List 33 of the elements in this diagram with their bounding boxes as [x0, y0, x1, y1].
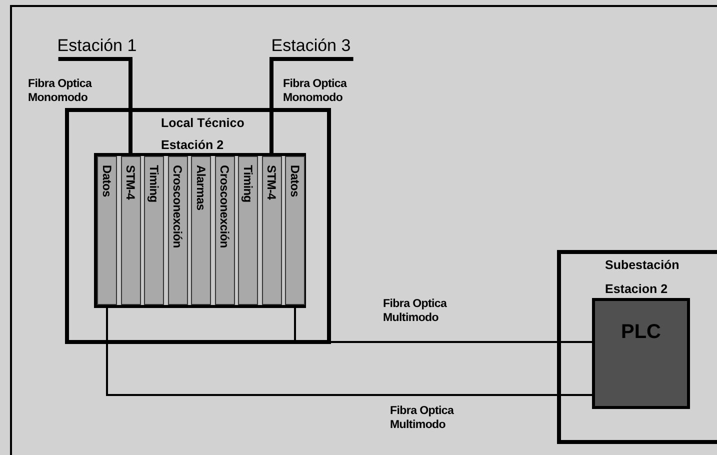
card-slot [97, 156, 117, 305]
slot-label: STM-4 [266, 165, 278, 200]
slot-label: Datos [289, 165, 301, 197]
card-slot [191, 156, 211, 305]
card-slot [168, 156, 188, 305]
slot-label: STM-4 [124, 165, 136, 200]
fiber-line [58, 57, 132, 156]
card-slot [262, 156, 282, 305]
card-slot [285, 156, 305, 305]
slot-label: Timing [242, 165, 254, 202]
slot-label: Crosconexción [218, 165, 230, 248]
card-slot [214, 156, 234, 305]
plc-box [592, 298, 690, 409]
edge-label: Fibra Optica Monomodo [283, 77, 348, 105]
fiber-line [294, 305, 592, 343]
edge-label: Fibra Optica Monomodo [28, 77, 93, 105]
station-label: Estación 1 [52, 33, 142, 57]
card-slot [120, 156, 140, 305]
slot-label: Timing [148, 165, 160, 202]
substation-box [557, 250, 717, 444]
equipment-rack [94, 153, 306, 308]
fiber-line [106, 305, 592, 396]
fiber-line [270, 57, 354, 156]
card-slot [238, 156, 258, 305]
edge-label: Fibra Optica Multimodo [390, 404, 455, 432]
station-label: Estación 3 [266, 33, 356, 57]
plc-label: PLC [621, 320, 661, 345]
slot-label: Alarmas [195, 165, 207, 210]
edge-label: Fibra Optica Multimodo [383, 297, 448, 325]
slot-label: Datos [101, 165, 113, 197]
room-box [65, 108, 331, 344]
card-slot [144, 156, 164, 305]
slot-label: Crosconexción [172, 165, 184, 248]
